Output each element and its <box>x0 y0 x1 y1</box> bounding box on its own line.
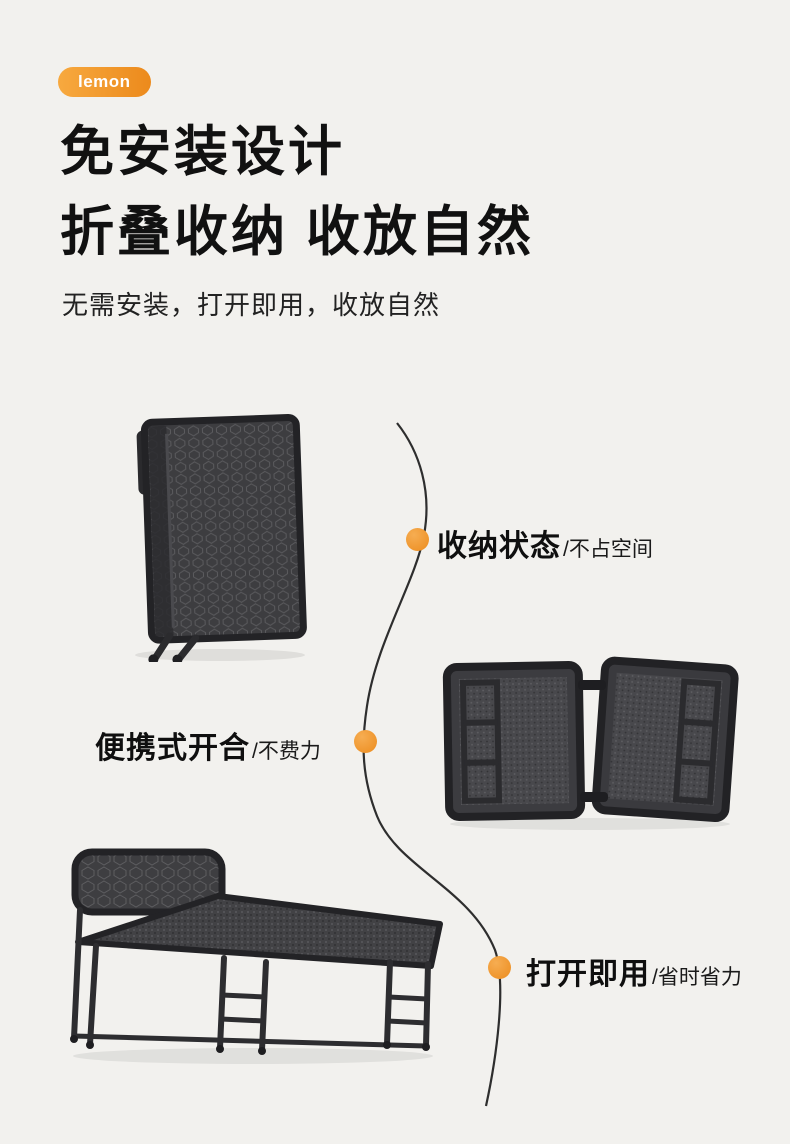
feature-title: 便携式开合 <box>95 732 250 765</box>
brand-badge: lemon <box>58 67 151 97</box>
subtitle: 无需安装，打开即用，收放自然 <box>62 290 441 320</box>
title-line-1: 免安装设计 <box>60 122 345 182</box>
feature-title: 收纳状态 <box>437 530 561 563</box>
folded-bed-image <box>120 412 320 665</box>
feature-note: /不费力 <box>252 740 321 763</box>
feature-portable-label: 便携式开合 /不费力 <box>95 723 321 767</box>
title-line-2: 折叠收纳 收放自然 <box>60 202 535 262</box>
open-bed-image <box>48 838 448 1068</box>
feature-note: /省时省力 <box>652 966 742 989</box>
feature-storage-label: 收纳状态 /不占空间 <box>437 521 653 565</box>
feature-title: 打开即用 <box>526 958 650 991</box>
brand-badge-label: lemon <box>78 72 131 91</box>
feature-storage-dot <box>406 528 429 551</box>
half-open-bed-image <box>440 652 740 832</box>
page-title: 免安装设计 折叠收纳 收放自然 <box>60 112 534 272</box>
feature-open-dot <box>488 956 511 979</box>
feature-note: /不占空间 <box>563 538 653 561</box>
feature-portable-dot <box>354 730 377 753</box>
feature-open-label: 打开即用 /省时省力 <box>526 949 742 993</box>
